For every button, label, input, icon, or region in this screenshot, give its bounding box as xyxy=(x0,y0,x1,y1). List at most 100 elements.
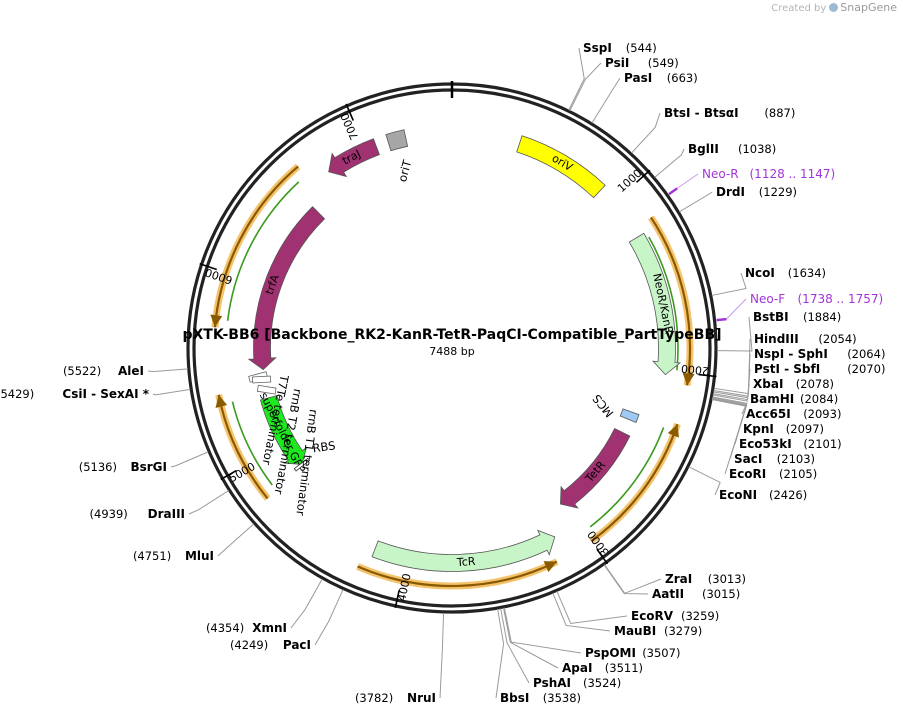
site-position: (2426) xyxy=(769,488,807,502)
orf-arc xyxy=(210,163,301,328)
site-psti-sbfi[interactable]: PstI - SbfI(2070) xyxy=(713,362,885,399)
feature-traj[interactable]: traJ xyxy=(328,138,380,178)
site-position: (1229) xyxy=(759,185,797,199)
site-alei[interactable]: AleI(5522) xyxy=(63,364,188,378)
feature-tcr[interactable]: TcR xyxy=(371,529,556,572)
site-position: (1634) xyxy=(788,266,826,280)
site-xmni[interactable]: XmnI(4354) xyxy=(206,578,323,635)
site-position: (3511) xyxy=(605,661,643,675)
primer-neo-r[interactable]: Neo-R (1128 .. 1147) xyxy=(668,167,836,196)
primer-name: Neo-F xyxy=(750,292,785,306)
site-name: MluI xyxy=(185,549,214,563)
orf-arc xyxy=(648,215,695,386)
feature-oriv[interactable]: oriV xyxy=(516,135,606,199)
site-position: (4354) xyxy=(206,621,244,635)
feature-tetr[interactable]: TetR xyxy=(560,428,631,509)
site-name: SspI xyxy=(583,41,612,55)
site-paci[interactable]: PacI(4249) xyxy=(230,589,344,652)
site-position: (887) xyxy=(764,106,795,120)
site-name: ZraI xyxy=(665,572,692,586)
plasmid-title: pXTK-BB6 [Backbone_RK2-KanR-TetR-PaqCI-C… xyxy=(182,327,721,343)
site-btsi-bts-i[interactable]: BtsI - BtsαI(887) xyxy=(631,106,796,154)
ring-tick xyxy=(698,373,717,378)
credit-created-by: Created by xyxy=(771,3,827,14)
site-position: (2093) xyxy=(803,407,841,421)
site-sspi[interactable]: SspI(544) xyxy=(568,41,657,111)
site-xbai[interactable]: XbaI(2078) xyxy=(712,377,834,401)
site-acc65i[interactable]: Acc65I(2093) xyxy=(712,396,841,421)
site-name: SacI xyxy=(734,452,762,466)
site-name: EcoNI xyxy=(719,488,757,502)
credit-brand: SnapGene xyxy=(840,1,897,14)
orf-inner-line xyxy=(231,401,273,486)
site-position: (2103) xyxy=(777,452,815,466)
site-apai[interactable]: ApaI(3511) xyxy=(502,607,643,675)
site-position: (3279) xyxy=(664,624,702,638)
primer-name: Neo-R xyxy=(702,167,739,181)
site-position: (3015) xyxy=(702,587,740,601)
site-bbsi[interactable]: BbsI (3538) xyxy=(495,608,581,705)
site-position: (3507) xyxy=(642,646,680,660)
site-aatii[interactable]: AatII (3015) xyxy=(603,564,740,601)
site-name: PsiI xyxy=(605,56,629,70)
site-econi[interactable]: EcoNI (2426) xyxy=(688,466,807,502)
site-position: (4751) xyxy=(133,549,171,563)
site-bstbi[interactable]: BstBI(1884) xyxy=(716,310,841,352)
feature-label-orit: oriT xyxy=(395,158,415,184)
site-name: AleI xyxy=(118,364,144,378)
site-bsrgi[interactable]: BsrGI(5136) xyxy=(79,451,209,474)
site-name: BamHI xyxy=(750,392,794,406)
site-bamhi[interactable]: BamHI(2084) xyxy=(712,392,838,406)
site-name: BbsI xyxy=(500,691,529,705)
site-name: NspI - SphI xyxy=(754,347,828,361)
feature-label-tcr: TcR xyxy=(456,555,477,569)
snapgene-logo-icon xyxy=(829,3,839,12)
ring-tick-label: 3000 xyxy=(585,528,612,558)
snapgene-credit: Created by SnapGene xyxy=(771,1,897,14)
site-ecorv[interactable]: EcoRV(3259) xyxy=(556,591,719,625)
feature-orit[interactable]: oriT xyxy=(385,129,415,184)
site-position: (5136) xyxy=(79,460,117,474)
site-pasi[interactable]: PasI(663) xyxy=(591,71,698,124)
primer-range: (1738 .. 1757) xyxy=(798,292,884,306)
site-draiii[interactable]: DraIII(4939) xyxy=(90,490,229,521)
site-ncoi[interactable]: NcoI(1634) xyxy=(711,266,826,296)
ring-tick-label: 4000 xyxy=(395,572,414,602)
site-position: (549) xyxy=(648,56,679,70)
feature-trfa[interactable]: trfA xyxy=(247,206,326,371)
site-maubi[interactable]: MauBI(3279) xyxy=(552,592,702,638)
ring-tick-label: 7000 xyxy=(338,111,361,142)
site-pspomi[interactable]: PspOMI(3507) xyxy=(503,607,680,660)
site-name: EcoRV xyxy=(631,609,674,623)
site-name: PacI xyxy=(283,638,311,652)
site-drdi[interactable]: DrdI(1229) xyxy=(679,185,797,213)
primer-range: (1128 .. 1147) xyxy=(750,167,836,181)
site-name: PshAI xyxy=(533,676,571,690)
site-mlui[interactable]: MluI (4751) xyxy=(133,523,255,563)
site-name: AatII xyxy=(652,587,684,601)
site-position: (3538) xyxy=(543,691,581,705)
site-csii-sexai[interactable]: CsiI - SexAI *(5429) xyxy=(0,387,191,401)
feature-mcs[interactable]: MCS xyxy=(590,392,640,423)
site-position: (2097) xyxy=(786,422,824,436)
site-psii[interactable]: PsiI (549) xyxy=(569,56,679,111)
feature-rbs[interactable]: RBS xyxy=(293,438,337,472)
site-position: (1884) xyxy=(803,310,841,324)
site-bglii[interactable]: BglII (1038) xyxy=(654,142,777,178)
site-position: (2070) xyxy=(847,362,885,376)
primer-neo-f[interactable]: Neo-F (1738 .. 1757) xyxy=(716,292,884,322)
ring-tick-label: 2000 xyxy=(680,362,709,378)
site-nspi-sphi[interactable]: NspI - SphI(2064) xyxy=(713,347,886,397)
orf-arc xyxy=(356,558,559,590)
site-position: (2101) xyxy=(803,437,841,451)
site-pshai[interactable]: PshAI(3524) xyxy=(500,608,622,690)
site-name: BglII xyxy=(688,142,719,156)
site-position: (1038) xyxy=(738,142,776,156)
site-ecori[interactable]: EcoRI(2105) xyxy=(711,398,817,481)
site-name: Eco53kI xyxy=(739,437,792,451)
site-nrui[interactable]: NruI(3782) xyxy=(355,612,445,705)
orf-inner-line xyxy=(589,427,665,528)
feature-label-rbs: RBS xyxy=(312,438,337,455)
